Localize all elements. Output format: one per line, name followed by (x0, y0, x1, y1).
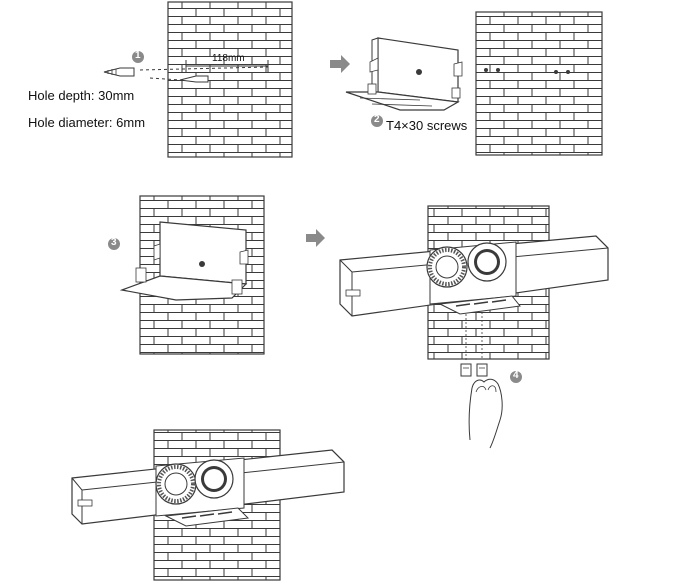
screws-label: T4×30 screws (386, 118, 468, 133)
wall-anchor-icon (103, 67, 209, 83)
step-1-number: 1 (135, 50, 141, 61)
step-2-bracket (345, 37, 463, 111)
step-4-number: 4 (513, 370, 519, 381)
step-2-wall (475, 11, 603, 156)
final-mount-plate (164, 507, 250, 527)
hole-depth-label: Hole depth: 30mm (28, 88, 135, 103)
step-3-bracket (119, 221, 249, 301)
step-1-badge (132, 51, 144, 63)
step-3-badge (108, 238, 120, 250)
camera-lens-icon (426, 242, 507, 288)
step-2-badge (371, 115, 383, 127)
step-2-number: 2 (374, 114, 380, 125)
camera-lens-icon (155, 459, 234, 505)
step-4-mount-plate (438, 295, 521, 360)
next-arrow-icon (306, 229, 325, 247)
hand-icon (468, 378, 503, 449)
step-4-badge (510, 371, 522, 383)
step-1-wall (139, 1, 293, 158)
step-3-number: 3 (111, 237, 117, 248)
next-arrow-icon (330, 55, 350, 73)
hole-spacing-dimension: 118mm (212, 53, 245, 64)
screw-icon (460, 363, 488, 377)
hole-diameter-label: Hole diameter: 6mm (28, 115, 146, 130)
